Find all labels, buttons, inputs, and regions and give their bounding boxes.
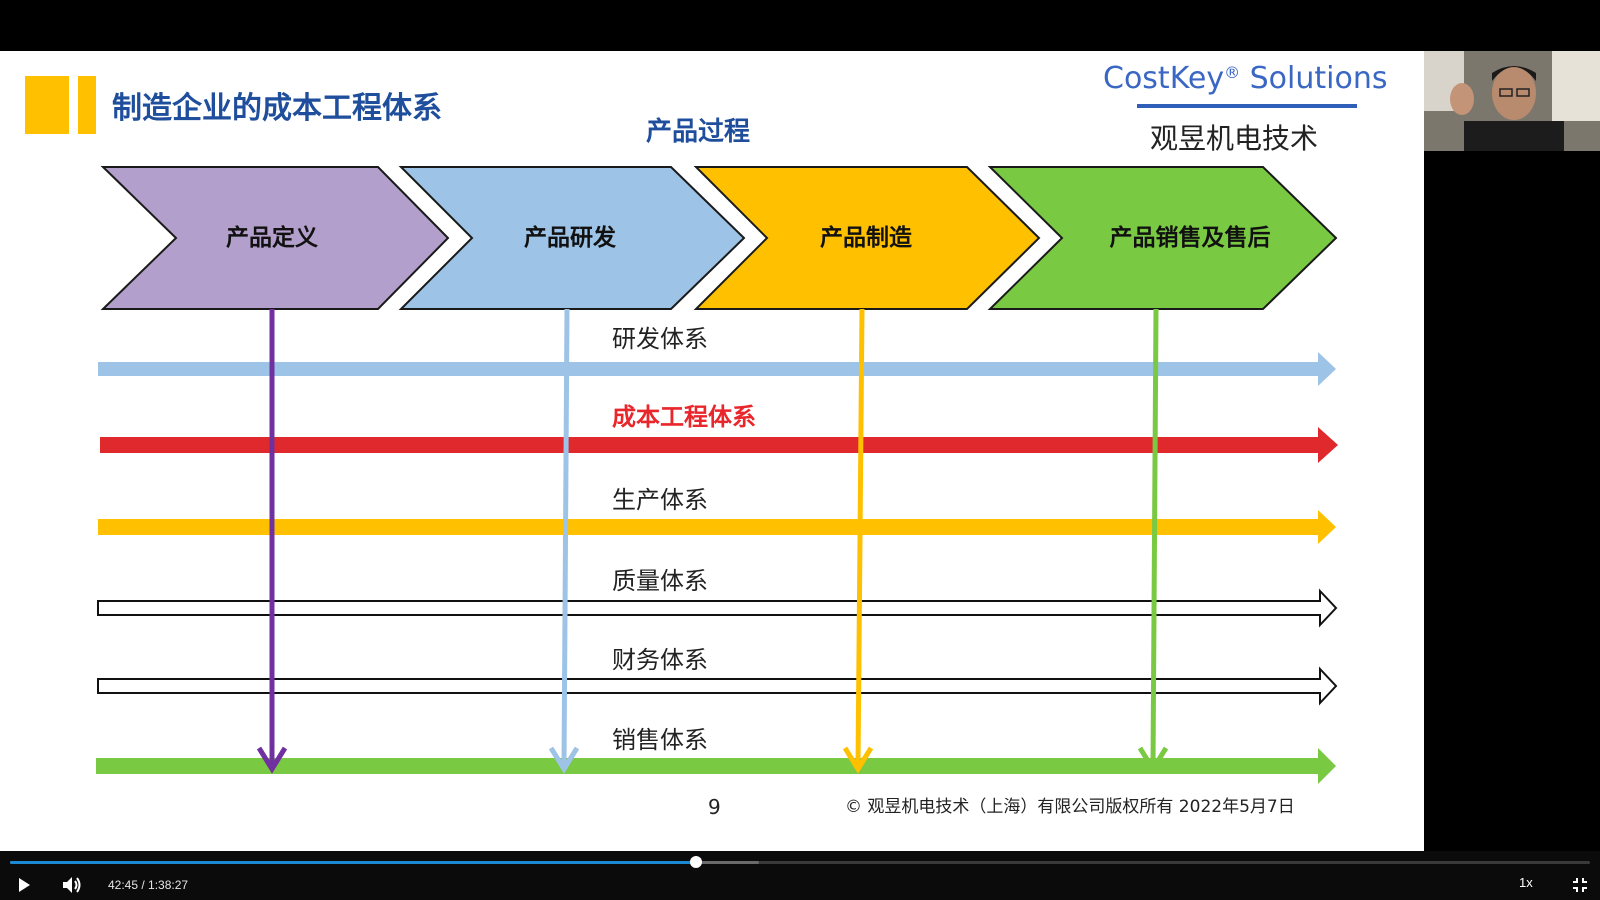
stage-label-define: 产品定义 [226,224,318,251]
stage-chevron-define [100,166,450,310]
sales-system-arrow-head [1318,748,1336,784]
playback-speed-button[interactable]: 1x [1519,875,1533,890]
video-control-bar: 42:45 / 1:38:27 1x [0,851,1600,900]
logo-bar-2 [78,76,96,134]
play-icon [19,878,30,892]
progress-bar[interactable] [10,856,1590,868]
exit-fullscreen-button[interactable] [1568,873,1592,897]
finance-system-label: 财务体系 [612,646,708,674]
sales-drop-arrow [1137,308,1169,774]
play-button[interactable] [12,873,36,897]
production-system-label: 生产体系 [612,486,708,514]
finance-system-arrow [97,666,1338,706]
production-system-arrow-shaft [98,519,1320,535]
production-system-arrow-head [1318,510,1336,544]
brand-tail: Solutions [1240,61,1387,96]
rd-system-arrow-shaft [98,362,1320,376]
volume-button[interactable] [60,873,84,897]
company-name: 观昱机电技术 [1150,122,1318,155]
slide-canvas: 制造企业的成本工程体系 CostKey® Solutions 观昱机电技术 产品… [25,61,1387,819]
copyright-text: © 观昱机电技术（上海）有限公司版权所有 2022年5月7日 [845,797,1295,817]
slide: 制造企业的成本工程体系 CostKey® Solutions 观昱机电技术 产品… [0,51,1424,851]
time-display: 42:45 / 1:38:27 [108,878,189,892]
sales-system-arrow-shaft [96,758,1320,774]
brand-underline [1137,104,1357,108]
quality-system-label: 质量体系 [612,567,708,595]
stage-chevron-sales [987,166,1338,310]
rd-system-arrow-head [1318,352,1336,386]
progress-played [10,861,696,864]
rd-system-label: 研发体系 [612,325,708,353]
cost-system-label: 成本工程体系 [612,403,756,431]
stage-chevron-manufacturing [693,166,1041,310]
brand-registered-mark: ® [1224,63,1240,82]
logo-bar-1 [25,76,69,134]
brand-name: CostKey [1103,61,1224,96]
stage-chevron-rd [398,166,746,310]
quality-system-arrow [97,588,1338,628]
stage-label-sales: 产品销售及售后 [1110,224,1271,251]
cost-system-arrow-shaft [100,437,1320,453]
sales-system-label: 销售体系 [612,726,708,754]
manufacturing-drop-arrow [842,308,874,774]
exit-fullscreen-icon [1573,878,1587,892]
rd-drop-arrow [548,308,580,774]
process-label: 产品过程 [646,117,750,147]
slide-title: 制造企业的成本工程体系 [112,91,442,126]
webcam-overlay [1424,51,1600,151]
presenter-video [1424,51,1600,151]
volume-icon [63,877,81,893]
brand-logo: CostKey® Solutions [1103,61,1387,96]
define-drop-arrow [256,309,288,774]
page-number: 9 [708,795,721,819]
stage-label-manufacturing: 产品制造 [820,224,913,251]
stage-label-rd: 产品研发 [524,224,616,251]
progress-scrubber-handle[interactable] [689,856,702,868]
cost-system-arrow-head [1318,427,1338,463]
